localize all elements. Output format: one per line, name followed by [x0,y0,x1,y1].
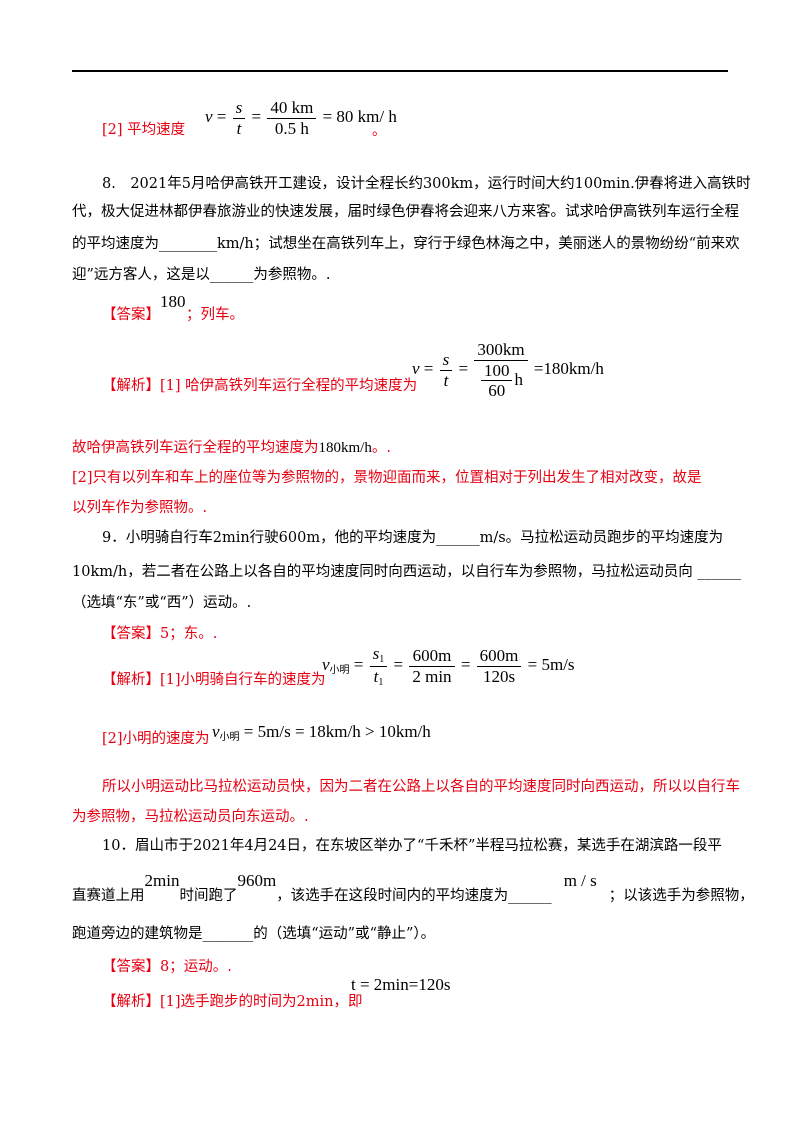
q10-line2-c: ，该选手在这段时间内的平均速度为______ [276,888,552,904]
q9-answer: 【答案】5；东。. [102,622,217,643]
q9-analysis: 【解析】[1]小明骑自行车的速度为 [102,668,326,689]
q8-line2: 代，极大促进林都伊春旅游业的快速发展，届时绿色伊春将会迎来八方来客。试求哈伊高铁… [72,204,739,220]
q10-answer: 【答案】8；运动。. [102,955,232,976]
q9-concl-line2: 为参照物，马拉松运动员向东运动。. [72,809,309,825]
q8-reason-line1: [2]只有以列车和车上的座位等为参照物的，景物迎面而来，位置相对于列出发生了相对… [72,470,702,486]
q8-line4: 迎”远方客人，这是以______为参照物。. [72,267,331,283]
q9-line2: 10km/h，若二者在公路上以各自的平均速度同时向西运动，以自行车为参照物，马拉… [72,564,741,580]
q10-distance: 960m [237,871,277,890]
q9-subscript: 小明 [329,664,350,676]
q9-answer-label: 【答案】 [102,626,160,642]
q8-line1: 8. 2021年5月哈伊高铁开工建设，设计全程长约300km，运行时间大约100… [102,176,751,192]
q10-line2-b: 时间跑了 [179,888,238,904]
q8-analysis: 【解析】[1] 哈伊高铁列车运行全程的平均速度为 [102,374,417,395]
q8-reason-line2: 以列车作为参照物。. [72,500,208,516]
q10-formula: t = 2min=120s [351,975,451,994]
q10-line2: 直赛道上用2min时间跑了960m，该选手在这段时间内的平均速度为______ m… [72,871,754,905]
q8-therefore: 故哈伊高铁列车运行全程的平均速度为180km/h。. [72,436,391,457]
q10-unit: m / s [563,871,597,890]
q8-therefore-text: 故哈伊高铁列车运行全程的平均速度为 [72,440,319,456]
top-dot: 。 [372,123,386,139]
q10-analysis-text: [1]选手跑步的时间为2min，即 [160,994,363,1010]
q8-answer-value: 180 [160,292,186,311]
q10-line2-d: ；以该选手为参照物， [608,888,754,904]
q10-time: 2min [144,871,180,890]
q8-answer-label: 【答案】 [102,307,160,323]
q10-line2-a: 直赛道上用 [72,888,145,904]
q9-answer-text: 5；东。. [160,626,218,642]
q9-formula2: v小明 = 5m/s = 18km/h > 10km/h [212,722,431,743]
q10-analysis: 【解析】[1]选手跑步的时间为2min，即 [102,990,363,1011]
q8-analysis-label: 【解析】 [102,378,160,394]
q8-answer-rest: ；列车。 [186,307,244,323]
q10-answer-label: 【答案】 [102,959,160,975]
q8-therefore-value: 180km/h [318,440,372,456]
q10-analysis-label: 【解析】 [102,994,160,1010]
q10-answer-text: 8；运动。. [160,959,232,975]
q10-line1: 10．眉山市于2021年4月24日，在东坡区举办了“千禾杯”半程马拉松赛，某选手… [102,838,722,854]
q9-line1: 9．小明骑自行车2min行驶600m，他的平均速度为______m/s。马拉松运… [102,530,724,546]
header-rule [72,70,728,72]
q9-analysis-label: 【解析】 [102,672,160,688]
q10-line3: 跑道旁边的建筑物是_______的（选填“运动”或“静止”）。 [72,926,436,942]
q8-therefore-end: 。. [371,440,391,456]
top-label: [2] 平均速度 [102,122,186,138]
q9-line3: （选填“东”或“西”）运动。. [72,595,252,611]
q9-subscript-2: 小明 [219,732,240,743]
q9-part2: [2]小明的速度为 [102,731,210,747]
q9-concl-line1: 所以小明运动比马拉松运动员快，因为二者在公路上以各自的平均速度同时向西运动，所以… [102,779,740,795]
q8-analysis-text: [1] 哈伊高铁列车运行全程的平均速度为 [160,378,418,394]
q8-line3: 的平均速度为________km/h；试想坐在高铁列车上，穿行于绿色林海之中，美… [72,236,740,252]
q9-analysis-text: [1]小明骑自行车的速度为 [160,672,326,688]
